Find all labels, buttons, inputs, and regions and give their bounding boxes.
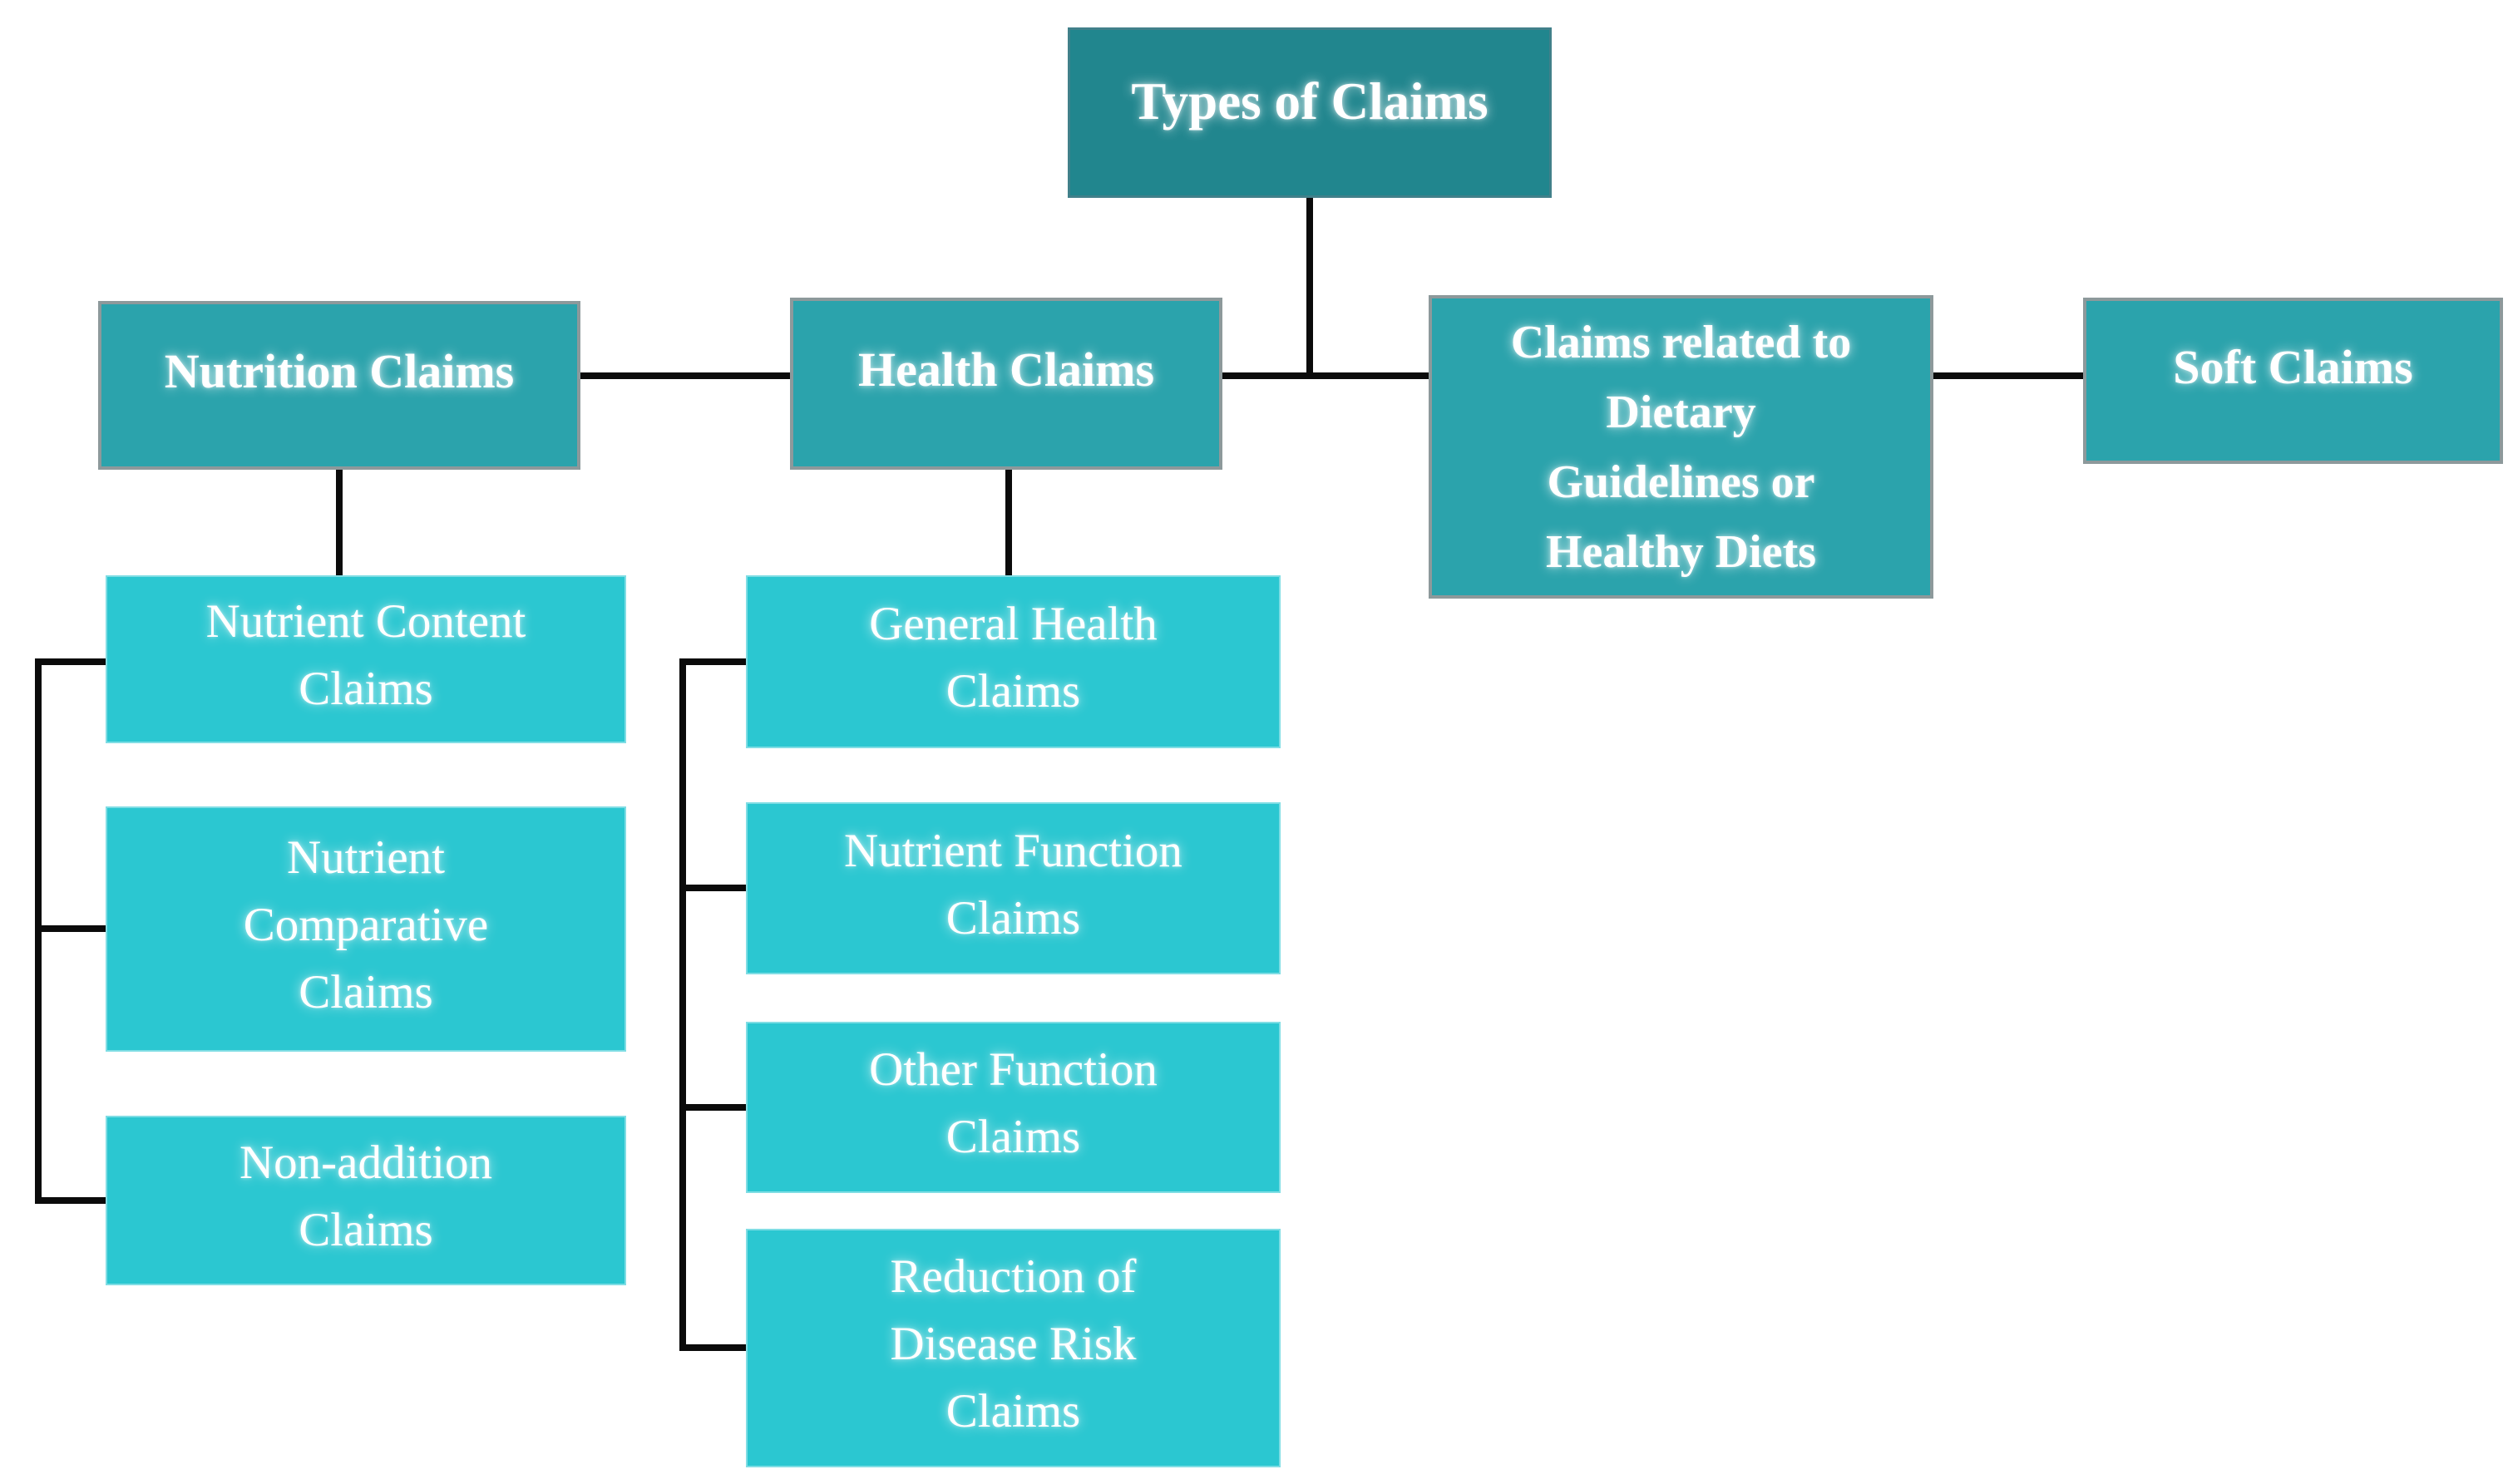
connector-nutrition-health [580, 372, 790, 379]
node-types-of-claims: Types of Claims [1068, 27, 1552, 198]
bracket-stub-nutrient-content [35, 658, 106, 665]
node-reduction-of-disease-risk-claims: Reduction of Disease Risk Claims [746, 1229, 1281, 1467]
node-dietary-guidelines-claims: Claims related to Dietary Guidelines or … [1429, 295, 1933, 599]
bracket-stub-nutrient-comparative [35, 925, 106, 932]
bracket-stub-nutrient-function [679, 885, 746, 891]
node-nutrient-comparative-claims: Nutrient Comparative Claims [106, 806, 626, 1052]
node-nutrient-content-claims: Nutrient Content Claims [106, 575, 626, 743]
node-other-function-claims: Other Function Claims [746, 1022, 1281, 1193]
node-nutrition-claims: Nutrition Claims [98, 301, 580, 470]
node-general-health-claims: General Health Claims [746, 575, 1281, 748]
connector-dietary-soft [1932, 372, 2083, 379]
bracket-stub-general-health [679, 658, 746, 665]
bracket-stub-reduction-disease-risk [679, 1344, 746, 1351]
connector-health-dietary [1222, 372, 1429, 379]
node-soft-claims: Soft Claims [2083, 298, 2503, 464]
bracket-stub-non-addition [35, 1197, 106, 1204]
connector-root-vertical [1306, 196, 1313, 379]
bracket-stub-other-function [679, 1104, 746, 1111]
connector-nutrition-to-children [336, 466, 343, 579]
node-health-claims: Health Claims [790, 298, 1222, 470]
bracket-health-vertical [679, 658, 686, 1351]
node-non-addition-claims: Non-addition Claims [106, 1116, 626, 1285]
connector-health-to-children [1005, 466, 1012, 579]
node-nutrient-function-claims: Nutrient Function Claims [746, 802, 1281, 974]
